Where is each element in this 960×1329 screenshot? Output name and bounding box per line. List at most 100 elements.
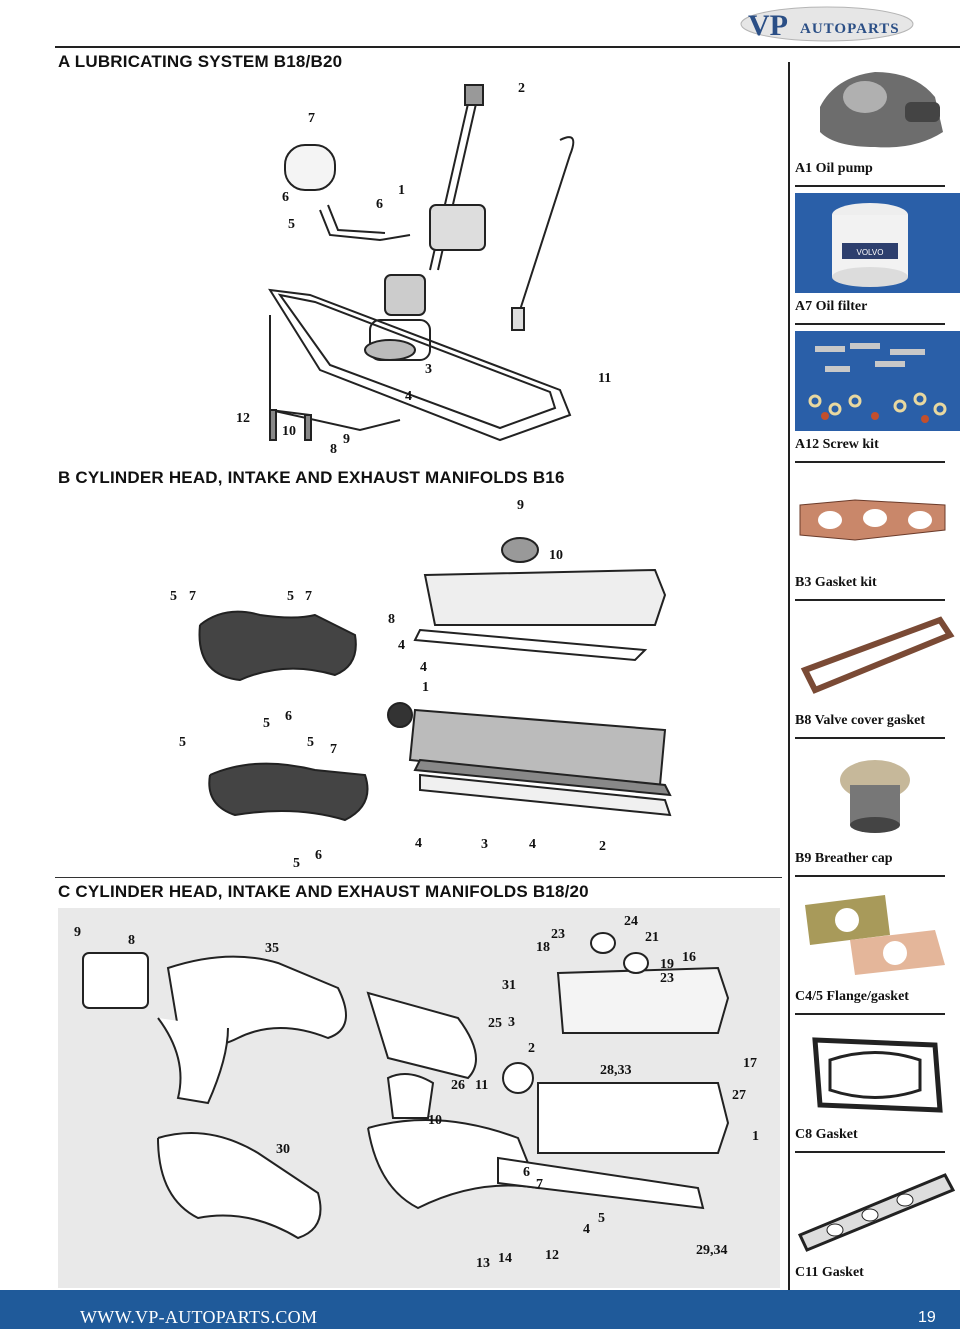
caption-rule: [795, 875, 945, 877]
svg-text:6: 6: [282, 190, 289, 205]
svg-text:4: 4: [398, 638, 405, 653]
caption-a1: A1 Oil pump: [795, 161, 873, 176]
flange-gasket-photo: [795, 885, 960, 985]
oil-filter-photo: VOLVO: [795, 193, 960, 293]
svg-text:7: 7: [536, 1177, 543, 1192]
svg-text:9: 9: [343, 432, 350, 447]
svg-text:7: 7: [189, 589, 196, 604]
section-a-title: A LUBRICATING SYSTEM B18/B20: [58, 52, 343, 71]
caption-a12: A12 Screw kit: [795, 437, 879, 452]
svg-text:2: 2: [528, 1041, 535, 1056]
svg-text:12: 12: [545, 1248, 559, 1263]
caption-c45: C4/5 Flange/gasket: [795, 989, 909, 1004]
svg-text:6: 6: [285, 709, 292, 724]
svg-text:5: 5: [293, 856, 300, 870]
svg-text:18: 18: [536, 940, 550, 955]
svg-text:35: 35: [265, 941, 279, 956]
caption-rule: [795, 323, 945, 325]
caption-b8: B8 Valve cover gasket: [795, 713, 926, 728]
svg-text:28,33: 28,33: [600, 1063, 632, 1078]
section-b-title: B CYLINDER HEAD, INTAKE AND EXHAUST MANI…: [58, 468, 565, 487]
logo-vp-text: VP: [748, 9, 788, 42]
svg-text:11: 11: [598, 371, 611, 386]
svg-text:23: 23: [660, 971, 674, 986]
svg-text:3: 3: [508, 1015, 515, 1030]
svg-text:23: 23: [551, 927, 565, 942]
header-rule: [55, 46, 960, 48]
caption-b9: B9 Breather cap: [795, 851, 893, 866]
footer-url[interactable]: WWW.VP-AUTOPARTS.COM: [80, 1307, 318, 1327]
svg-text:7: 7: [308, 111, 315, 126]
svg-text:5: 5: [287, 589, 294, 604]
svg-text:31: 31: [502, 978, 516, 993]
svg-text:4: 4: [583, 1222, 590, 1237]
svg-text:5: 5: [263, 716, 270, 731]
svg-text:5: 5: [598, 1211, 605, 1226]
c11-gasket-photo: [795, 1160, 960, 1260]
svg-text:2: 2: [599, 839, 606, 854]
gasket-kit-photo: [795, 470, 960, 570]
svg-text:5: 5: [307, 735, 314, 750]
lubricating-system-diagram: 2 7 6 1 6 5 3 11 4 12 10 9 8: [236, 81, 611, 457]
svg-text:25: 25: [488, 1016, 502, 1031]
callout-a: 2: [518, 81, 525, 96]
svg-text:4: 4: [529, 837, 536, 852]
svg-text:24: 24: [624, 914, 638, 929]
cylinder-head-b16-diagram: 9 10 5 7 5 7 8 4 4 1 5 6 5 5 7 4 3 4 2 5…: [170, 498, 672, 870]
svg-text:29,34: 29,34: [696, 1243, 728, 1258]
svg-text:26: 26: [451, 1078, 465, 1093]
svg-text:5: 5: [170, 589, 177, 604]
svg-text:3: 3: [425, 362, 432, 377]
svg-text:6: 6: [523, 1165, 530, 1180]
svg-text:8: 8: [128, 933, 135, 948]
svg-text:5: 5: [288, 217, 295, 232]
b16-callouts: 9 10 5 7 5 7 8 4 4 1 5 6 5 5 7 4 3 4 2 5…: [170, 498, 606, 870]
lubricating-callouts: 2 7 6 1 6 5 3 11 4 12 10 9 8: [236, 81, 611, 457]
caption-c8: C8 Gasket: [795, 1127, 858, 1142]
c8-gasket-photo: [795, 1025, 960, 1120]
caption-b3: B3 Gasket kit: [795, 575, 877, 590]
svg-text:9: 9: [74, 925, 81, 940]
svg-text:7: 7: [330, 742, 337, 757]
svg-text:7: 7: [305, 589, 312, 604]
svg-text:4: 4: [415, 836, 422, 851]
page-number: 19: [918, 1309, 936, 1326]
svg-text:21: 21: [645, 930, 659, 945]
svg-text:10: 10: [282, 424, 296, 439]
logo-sub-text: AUTOPARTS: [800, 21, 900, 37]
svg-text:4: 4: [420, 660, 427, 675]
cylinder-head-b18-diagram: 9 8 35 23 24 18 21 19 1 6 23 31 25 3 2 28…: [58, 908, 780, 1288]
svg-text:6: 6: [376, 197, 383, 212]
valve-cover-gasket-photo: [795, 610, 960, 705]
svg-text:5: 5: [179, 735, 186, 750]
svg-text:14: 14: [498, 1251, 512, 1266]
brand-logo: VP AUTOPARTS: [740, 6, 915, 42]
svg-text:12: 12: [236, 411, 250, 426]
filter-label-text: VOLVO: [857, 248, 884, 257]
caption-rule: [795, 185, 945, 187]
b18-callouts: 9 8 35 23 24 18 21 19 1 6 23 31 25 3 2 28…: [74, 914, 759, 1271]
section-b-rule: [55, 877, 782, 878]
svg-text:9: 9: [517, 498, 524, 513]
caption-rule: [795, 461, 945, 463]
svg-text:1: 1: [752, 1129, 759, 1144]
svg-text:19: 19: [660, 957, 674, 972]
caption-rule: [795, 1013, 945, 1015]
svg-text:8: 8: [388, 612, 395, 627]
svg-text:30: 30: [276, 1142, 290, 1157]
svg-text:1: 1: [398, 183, 405, 198]
svg-text:11: 11: [475, 1078, 488, 1093]
oil-pump-photo: [795, 62, 960, 157]
caption-a7: A7 Oil filter: [795, 299, 868, 314]
svg-text:13: 13: [476, 1256, 490, 1271]
caption-c11: C11 Gasket: [795, 1265, 864, 1280]
footer-bar: [0, 1290, 960, 1329]
svg-text:4: 4: [405, 389, 412, 404]
caption-rule: [795, 1151, 945, 1153]
svg-text:8: 8: [330, 442, 337, 457]
svg-text:1: 1: [422, 680, 429, 695]
svg-text:6: 6: [315, 848, 322, 863]
svg-text:10: 10: [549, 548, 563, 563]
column-divider: [788, 62, 790, 1290]
screw-kit-photo: [795, 331, 960, 431]
